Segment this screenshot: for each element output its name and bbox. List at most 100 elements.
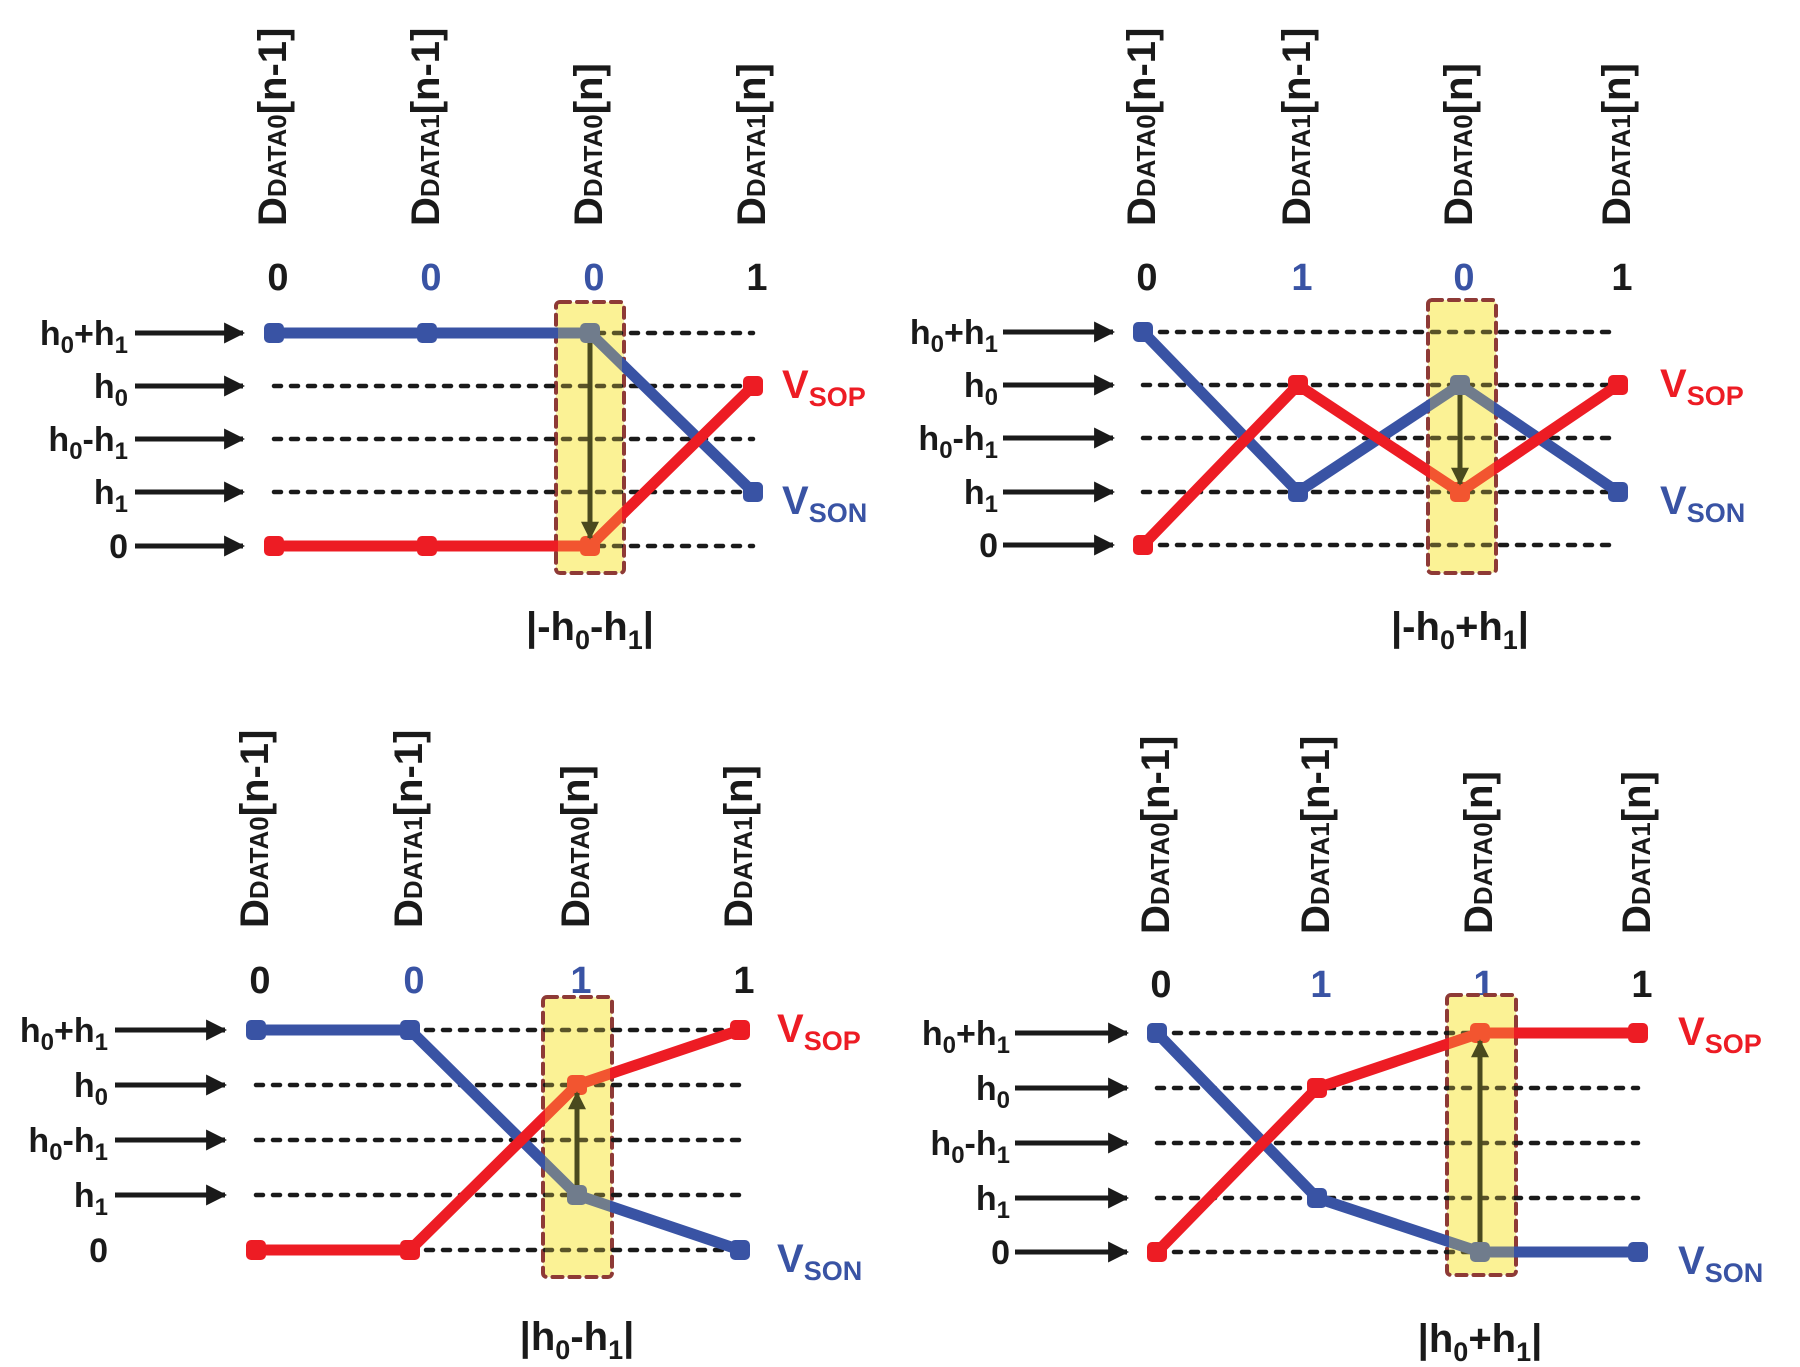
delta-label: |-h0-h1|: [526, 605, 654, 655]
vson-label: VSON: [782, 479, 867, 528]
panel-top-right: DDATA0[n-1] DDATA1[n-1] DDATA0[n] DDATA1[n]…: [910, 28, 1745, 655]
vson-label: VSON: [1678, 1239, 1763, 1288]
bit-value: 1: [1291, 257, 1312, 299]
vsop-label: VSOP: [777, 1007, 861, 1056]
vson-line: [274, 327, 757, 496]
vsop-node: [1307, 1078, 1327, 1098]
vsop-node: [743, 376, 763, 396]
panel-bottom-right: DDATA0[n-1] DDATA1[n-1] DDATA0[n] DDATA1[n]…: [922, 736, 1763, 1367]
vson-node: [730, 1240, 750, 1260]
delta-label: |-h0+h1|: [1391, 605, 1529, 655]
bit-value: 0: [1136, 257, 1157, 299]
bit-value: 0: [267, 257, 288, 299]
vsop-node: [417, 536, 437, 556]
vsop-node: [567, 1075, 587, 1095]
panel-bottom-left: DDATA0[n-1] DDATA1[n-1] DDATA0[n] DDATA1[n]…: [20, 730, 862, 1365]
vsop-label: VSOP: [1660, 362, 1744, 411]
level-label: h1: [976, 1180, 1010, 1224]
column-header: DDATA1[n]: [717, 765, 761, 928]
column-header: DDATA0[n-1]: [1134, 736, 1178, 934]
level-label: h0+h1: [40, 315, 128, 359]
bit-value: 1: [746, 257, 767, 299]
vsop-node: [1450, 482, 1470, 502]
vson-node: [1608, 482, 1628, 502]
column-header: DDATA0[n]: [567, 63, 611, 226]
vson-node: [1450, 375, 1470, 395]
vson-node: [1628, 1242, 1648, 1262]
level-label: h0: [94, 368, 128, 412]
column-header: DDATA1[n-1]: [404, 28, 448, 226]
level-label: h1: [964, 474, 998, 518]
bit-value: 0: [583, 257, 604, 299]
vsop-node: [1628, 1023, 1648, 1043]
level-label: h1: [74, 1177, 108, 1221]
bit-value: 1: [570, 960, 591, 1002]
bit-value: 1: [1310, 964, 1331, 1006]
vsop-node: [1470, 1023, 1490, 1043]
vson-label: VSON: [777, 1237, 862, 1286]
bit-value: 0: [420, 257, 441, 299]
delta-label: |h0+h1|: [1418, 1317, 1543, 1367]
vson-node: [1307, 1188, 1327, 1208]
bit-value: 1: [1631, 964, 1652, 1006]
vsop-node: [1133, 535, 1153, 555]
level-label: h0-h1: [48, 421, 128, 465]
vson-node: [580, 323, 600, 343]
column-header: DDATA0[n]: [1457, 771, 1501, 934]
column-header: DDATA0[n]: [1437, 63, 1481, 226]
level-label: h0-h1: [918, 420, 998, 464]
vson-node: [246, 1020, 266, 1040]
vsop-node: [1288, 375, 1308, 395]
level-label: h0-h1: [28, 1122, 108, 1166]
vsop-label: VSOP: [782, 363, 866, 412]
vson-node: [264, 323, 284, 343]
bit-value: 1: [733, 960, 754, 1002]
vson-node: [1470, 1242, 1490, 1262]
level-label: h0+h1: [922, 1015, 1010, 1059]
column-header: DDATA0[n-1]: [251, 28, 295, 226]
vson-node: [400, 1020, 420, 1040]
bit-value: 0: [1150, 964, 1171, 1006]
vson-node: [417, 323, 437, 343]
vsop-line: [1153, 1027, 1638, 1256]
column-header: DDATA1[n-1]: [1275, 28, 1319, 226]
level-label: h0+h1: [910, 314, 998, 358]
vson-node: [1147, 1023, 1167, 1043]
level-label: 0: [89, 1232, 108, 1270]
level-label: h0-h1: [930, 1125, 1010, 1169]
level-label: h0: [964, 367, 998, 411]
level-label: 0: [991, 1234, 1010, 1272]
column-header: DDATA0[n-1]: [233, 730, 277, 928]
vsop-node: [1608, 375, 1628, 395]
column-header: DDATA1[n]: [730, 63, 774, 226]
vsop-node: [730, 1020, 750, 1040]
vsop-node: [400, 1240, 420, 1260]
bit-value: 0: [1453, 257, 1474, 299]
column-header: DDATA0[n]: [554, 765, 598, 928]
bit-value: 1: [1611, 257, 1632, 299]
bit-value: 0: [403, 960, 424, 1002]
delta-label: |h0-h1|: [520, 1315, 635, 1365]
vsop-node: [264, 536, 284, 556]
vsop-node: [1147, 1242, 1167, 1262]
column-header: DDATA1[n-1]: [387, 730, 431, 928]
level-label: 0: [109, 528, 128, 566]
level-label: h0: [976, 1070, 1010, 1114]
vsop-line: [256, 1024, 742, 1256]
vsop-line: [1139, 379, 1622, 549]
vson-line: [1153, 1029, 1638, 1258]
panel-top-left: DDATA0[n-1] DDATA1[n-1] DDATA0[n] DDATA1[n]…: [40, 28, 867, 655]
level-label: h0: [74, 1067, 108, 1111]
column-header: DDATA0[n-1]: [1120, 28, 1164, 226]
vsop-node: [246, 1240, 266, 1260]
vson-node: [1133, 322, 1153, 342]
column-header: DDATA1[n-1]: [1294, 736, 1338, 934]
level-label: 0: [979, 527, 998, 565]
vsop-line: [274, 382, 757, 552]
column-header: DDATA1[n]: [1615, 771, 1659, 934]
vson-node: [743, 482, 763, 502]
level-label: h1: [94, 474, 128, 518]
vson-node: [1288, 482, 1308, 502]
column-header: DDATA1[n]: [1595, 63, 1639, 226]
